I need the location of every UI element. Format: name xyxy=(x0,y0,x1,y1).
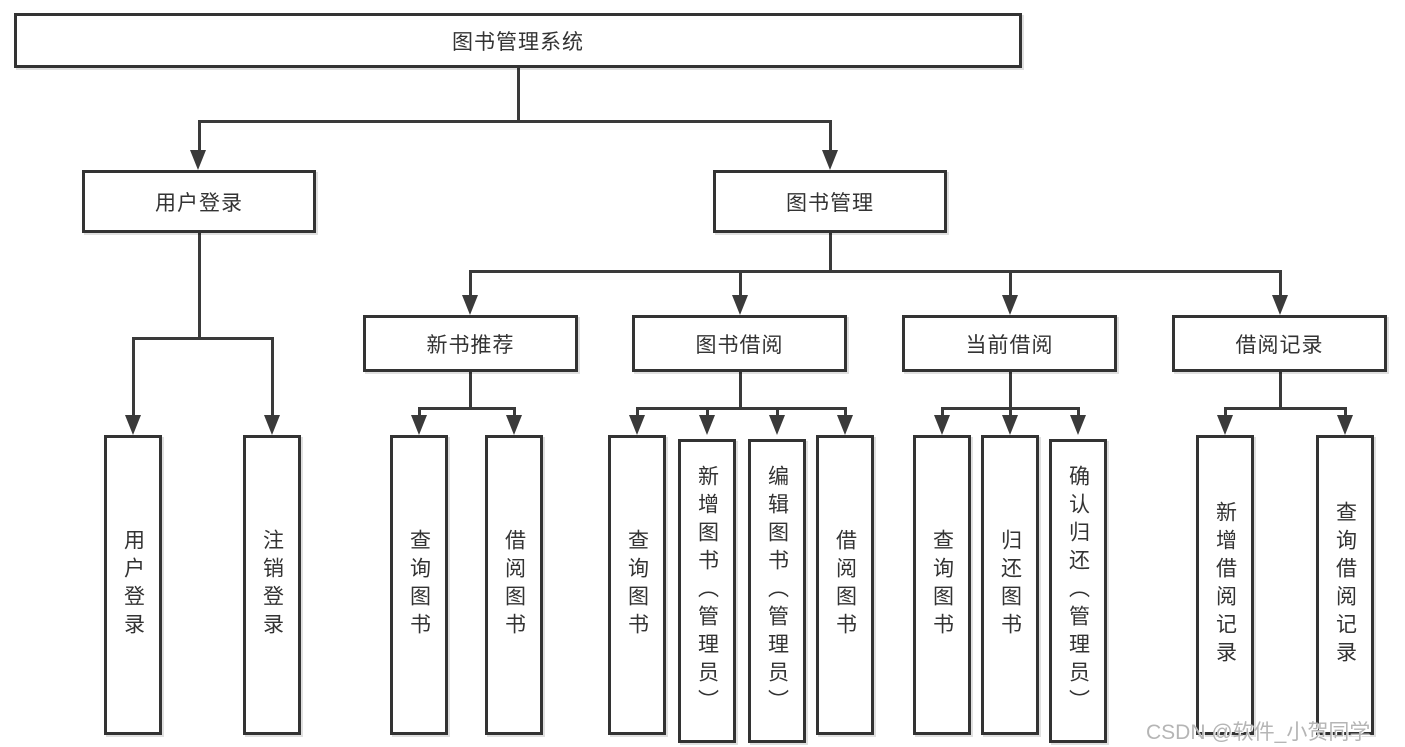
leaf-query-borrow-record: 查询借阅记录 xyxy=(1316,435,1374,735)
node-current-borrowing: 当前借阅 xyxy=(902,315,1117,372)
connector-user-login-hline xyxy=(131,337,274,340)
arrow-down-icon xyxy=(190,150,206,170)
node-label: 确认归还（管理员） xyxy=(1066,465,1090,717)
connector-stem-user-login xyxy=(197,120,201,152)
node-label: 当前借阅 xyxy=(965,333,1054,357)
connector-book-borrow-down xyxy=(738,371,742,410)
connector-user-login-down xyxy=(197,232,201,340)
arrow-down-icon xyxy=(822,150,838,170)
connector-current-borrow-down xyxy=(1008,371,1012,410)
node-borrowing-records: 借阅记录 xyxy=(1172,315,1387,372)
node-label: 新增图书（管理员） xyxy=(695,465,719,717)
leaf-query-books-borrowing: 查询图书 xyxy=(608,435,666,735)
arrow-down-icon xyxy=(125,415,141,435)
arrow-down-icon xyxy=(1272,295,1288,315)
arrow-down-icon xyxy=(837,415,853,435)
node-label: 归还图书 xyxy=(998,529,1022,641)
connector-stem-g5-leaf2 xyxy=(1343,407,1347,419)
node-label: 用户登录 xyxy=(121,529,145,641)
node-label: 查询图书 xyxy=(407,529,431,641)
connector-stem-g5-leaf1 xyxy=(1223,407,1227,419)
leaf-return-books: 归还图书 xyxy=(981,435,1039,735)
connector-borrow-records-down xyxy=(1278,371,1282,410)
connector-stem-g3-leaf1 xyxy=(635,407,639,419)
node-label: 图书管理 xyxy=(786,191,874,215)
leaf-query-books-current: 查询图书 xyxy=(913,435,971,735)
connector-stem-g3-leaf4 xyxy=(843,407,847,419)
connector-level2-hline xyxy=(197,120,832,123)
connector-stem-g2-leaf2 xyxy=(512,407,516,419)
connector-stem-g2-leaf1 xyxy=(417,407,421,419)
arrow-down-icon xyxy=(1217,415,1233,435)
node-label: 借阅记录 xyxy=(1235,333,1324,357)
csdn-watermark: CSDN @软件_小贺同学 xyxy=(1146,721,1371,744)
leaf-borrow-books-recommend: 借阅图书 xyxy=(485,435,543,735)
arrow-down-icon xyxy=(1002,415,1018,435)
node-label: 用户登录 xyxy=(155,191,243,215)
node-book-borrowing: 图书借阅 xyxy=(632,315,847,372)
node-label: 图书借阅 xyxy=(695,333,784,357)
node-label: 注销登录 xyxy=(260,529,284,641)
node-label: 查询图书 xyxy=(625,529,649,641)
arrow-down-icon xyxy=(411,415,427,435)
connector-stem-g3-leaf2 xyxy=(705,407,709,419)
leaf-confirm-return-admin: 确认归还（管理员） xyxy=(1049,439,1107,743)
node-book-management-branch: 图书管理 xyxy=(713,170,947,233)
arrow-down-icon xyxy=(1002,295,1018,315)
arrow-down-icon xyxy=(506,415,522,435)
leaf-add-books-admin: 新增图书（管理员） xyxy=(678,439,736,743)
connector-new-books-down xyxy=(468,371,472,410)
node-label: 借阅图书 xyxy=(833,529,857,641)
node-label: 查询图书 xyxy=(930,529,954,641)
arrow-down-icon xyxy=(1337,415,1353,435)
leaf-query-books-recommend: 查询图书 xyxy=(390,435,448,735)
connector-borrow-records-hline xyxy=(1223,407,1347,410)
leaf-user-login: 用户登录 xyxy=(104,435,162,735)
arrow-down-icon xyxy=(769,415,785,435)
connector-stem-g3-leaf3 xyxy=(775,407,779,419)
node-label: 查询借阅记录 xyxy=(1333,501,1357,669)
node-user-login-branch: 用户登录 xyxy=(82,170,316,233)
leaf-edit-books-admin: 编辑图书（管理员） xyxy=(748,439,806,743)
node-label: 新增借阅记录 xyxy=(1213,501,1237,669)
leaf-logout: 注销登录 xyxy=(243,435,301,735)
connector-stem-borrow-records xyxy=(1278,270,1282,298)
arrow-down-icon xyxy=(1070,415,1086,435)
connector-new-books-hline xyxy=(417,407,516,410)
node-label: 新书推荐 xyxy=(426,333,515,357)
connector-book-borrow-hline xyxy=(635,407,847,410)
arrow-down-icon xyxy=(264,415,280,435)
connector-stem-leaf-login xyxy=(131,337,135,417)
connector-stem-g4-leaf1 xyxy=(940,407,944,419)
connector-root-down xyxy=(516,67,520,123)
connector-stem-book-borrow xyxy=(738,270,742,298)
node-new-book-recommend: 新书推荐 xyxy=(363,315,578,372)
arrow-down-icon xyxy=(699,415,715,435)
node-root-library-system: 图书管理系统 xyxy=(14,13,1022,68)
leaf-add-borrow-record: 新增借阅记录 xyxy=(1196,435,1254,735)
leaf-borrow-books-borrowing: 借阅图书 xyxy=(816,435,874,735)
connector-stem-g4-leaf3 xyxy=(1076,407,1080,419)
connector-stem-g4-leaf2 xyxy=(1008,407,1012,419)
node-label: 编辑图书（管理员） xyxy=(765,465,789,717)
connector-stem-leaf-logout xyxy=(270,337,274,417)
connector-stem-new-books xyxy=(468,270,472,298)
connector-book-mgmt-down xyxy=(828,232,832,273)
arrow-down-icon xyxy=(732,295,748,315)
node-label: 借阅图书 xyxy=(502,529,526,641)
connector-stem-book-mgmt xyxy=(828,120,832,152)
arrow-down-icon xyxy=(629,415,645,435)
arrow-down-icon xyxy=(934,415,950,435)
node-label: 图书管理系统 xyxy=(452,30,584,54)
connector-level3-hline xyxy=(468,270,1282,273)
arrow-down-icon xyxy=(462,295,478,315)
connector-stem-current-borrow xyxy=(1008,270,1012,298)
